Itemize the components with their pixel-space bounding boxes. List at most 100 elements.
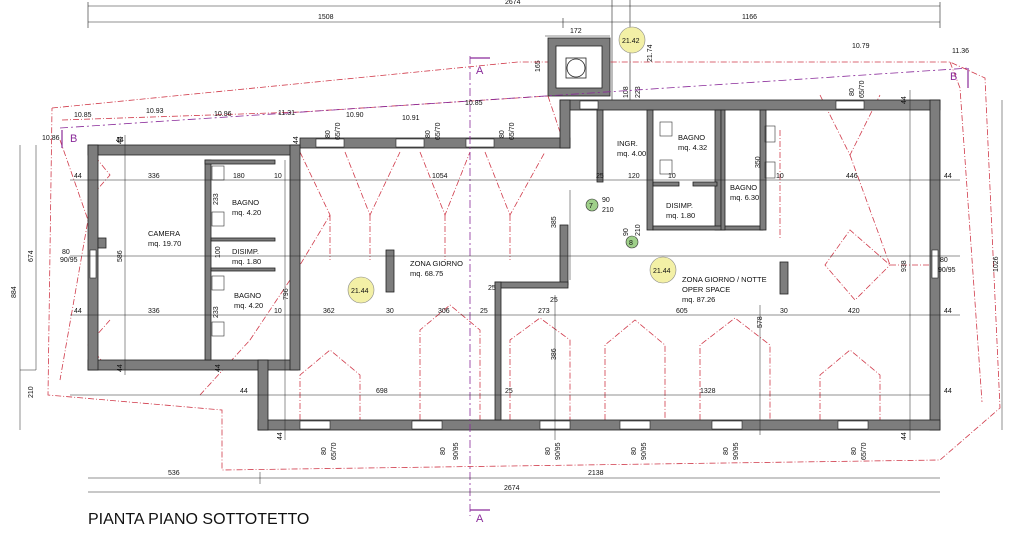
room-bagno3-name: BAGNO: [678, 133, 705, 142]
room-ingr-area: mq. 4.00: [617, 149, 646, 158]
room-zona-notte-name: ZONA GIORNO / NOTTE: [682, 275, 767, 284]
dim-top-1166: 1166: [742, 14, 757, 21]
svg-text:80: 80: [425, 130, 432, 138]
room-zona-giorno-area: mq. 68.75: [410, 269, 443, 278]
room-bagno1-area: mq. 4.20: [232, 208, 261, 217]
room-disimp1-name: DISIMP.: [232, 247, 259, 256]
height-10-86: 10.86: [42, 135, 60, 142]
dim-bottom-2138: 2138: [588, 470, 604, 477]
svg-text:90/95: 90/95: [733, 442, 740, 460]
dim-44: 44: [117, 364, 124, 372]
dim-80: 80: [62, 249, 70, 256]
top-dimension-lines: [87, 0, 941, 100]
height-10-96: 10.96: [214, 111, 232, 118]
dim-385: 385: [551, 216, 558, 228]
stair-box: [547, 37, 611, 97]
door-marker-8: 8: [629, 240, 633, 247]
dim-180: 180: [233, 173, 245, 180]
room-disimp2-area: mq. 1.80: [666, 211, 695, 220]
bathroom-fixtures: [211, 121, 776, 337]
dim-44: 44: [293, 136, 300, 144]
svg-text:80: 80: [499, 130, 506, 138]
height-10-85-b: 10.85: [465, 100, 483, 107]
room-disimp1-area: mq. 1.80: [232, 257, 261, 266]
svg-text:90/95: 90/95: [555, 442, 562, 460]
level-marker: [347, 276, 375, 304]
dim-336: 336: [148, 173, 160, 180]
dim-top-223: 223: [635, 86, 642, 98]
dim-362: 362: [323, 308, 335, 315]
height-10-91: 10.91: [402, 115, 420, 122]
room-bagno4-name: BAGNO: [730, 183, 757, 192]
door-marker: [585, 198, 599, 212]
height-10-93: 10.93: [146, 108, 164, 115]
dim-306: 306: [438, 308, 450, 315]
room-bagno1-name: BAGNO: [232, 198, 259, 207]
dim-left-674: 674: [28, 250, 35, 262]
height-11-31: 11.31: [278, 110, 295, 117]
room-camera-name: CAMERA: [148, 229, 180, 238]
svg-text:80: 80: [723, 447, 730, 455]
dim-10: 10: [668, 173, 676, 180]
room-bagno4-area: mq. 6.30: [730, 193, 759, 202]
svg-text:90/95: 90/95: [641, 442, 648, 460]
section-b-right: B: [950, 71, 957, 83]
left-dimension-lines: [19, 145, 37, 430]
dim-25: 25: [550, 297, 558, 304]
section-a-top: A: [476, 65, 484, 77]
room-bagno2-area: mq. 4.20: [234, 301, 263, 310]
dim-210: 210: [635, 224, 642, 236]
dim-25: 25: [596, 173, 604, 180]
svg-text:65/70: 65/70: [861, 442, 868, 460]
dim-90-95: 90/95: [60, 257, 78, 264]
level-marker: [649, 256, 677, 284]
height-11-36: 11.36: [952, 48, 969, 55]
dim-top-165: 165: [535, 60, 542, 72]
dim-350: 350: [755, 156, 762, 168]
dim-273: 273: [538, 308, 550, 315]
bottom-dimension-lines: [88, 472, 940, 493]
dim-44: 44: [116, 137, 124, 144]
room-zona-giorno-name: ZONA GIORNO: [410, 259, 463, 268]
dim-698: 698: [376, 388, 388, 395]
room-ingr-name: INGR.: [617, 139, 638, 148]
room-zona-notte-name2: OPER SPACE: [682, 285, 730, 294]
section-b-left: B: [70, 133, 77, 145]
window-dims-bottom: 80 65/70 80 90/95 80 90/95 80 90/95 80 9…: [321, 442, 868, 460]
svg-text:65/70: 65/70: [859, 80, 866, 98]
dim-233: 233: [213, 193, 220, 205]
dim-44: 44: [901, 96, 908, 104]
svg-text:80: 80: [851, 447, 858, 455]
dim-left-884: 884: [11, 286, 18, 298]
dim-30: 30: [386, 308, 394, 315]
dim-420: 420: [848, 308, 860, 315]
dim-left-210: 210: [28, 386, 35, 398]
dim-233: 233: [213, 306, 220, 318]
svg-text:80: 80: [440, 447, 447, 455]
dim-80: 80: [940, 257, 948, 264]
dim-210: 210: [602, 207, 614, 214]
dim-bottom-536: 536: [168, 470, 180, 477]
door-marker-7: 7: [589, 203, 593, 210]
svg-text:80: 80: [321, 447, 328, 455]
room-disimp2-name: DISIMP.: [666, 201, 693, 210]
room-camera-area: mq. 19.70: [148, 239, 181, 248]
dim-44: 44: [240, 388, 248, 395]
dim-bottom-2674: 2674: [504, 485, 520, 492]
inner-dimension-lines: [70, 90, 960, 440]
section-lines: [59, 56, 971, 516]
dim-25: 25: [505, 388, 513, 395]
svg-text:65/70: 65/70: [331, 442, 338, 460]
room-zona-notte-area: mq. 87.26: [682, 295, 715, 304]
section-a-bottom: A: [476, 513, 484, 525]
dim-796: 796: [283, 288, 290, 300]
svg-text:80: 80: [849, 88, 856, 96]
dim-1054: 1054: [432, 173, 448, 180]
section-arrows: [61, 57, 969, 511]
height-10-85-a: 10.85: [74, 112, 92, 119]
dim-44: 44: [215, 364, 222, 372]
door-marker: [625, 235, 639, 249]
svg-text:65/70: 65/70: [435, 122, 442, 140]
window-dims-top: 80 65/70 80 65/70 80 65/70 80 65/70: [325, 80, 866, 140]
dim-605: 605: [676, 308, 688, 315]
